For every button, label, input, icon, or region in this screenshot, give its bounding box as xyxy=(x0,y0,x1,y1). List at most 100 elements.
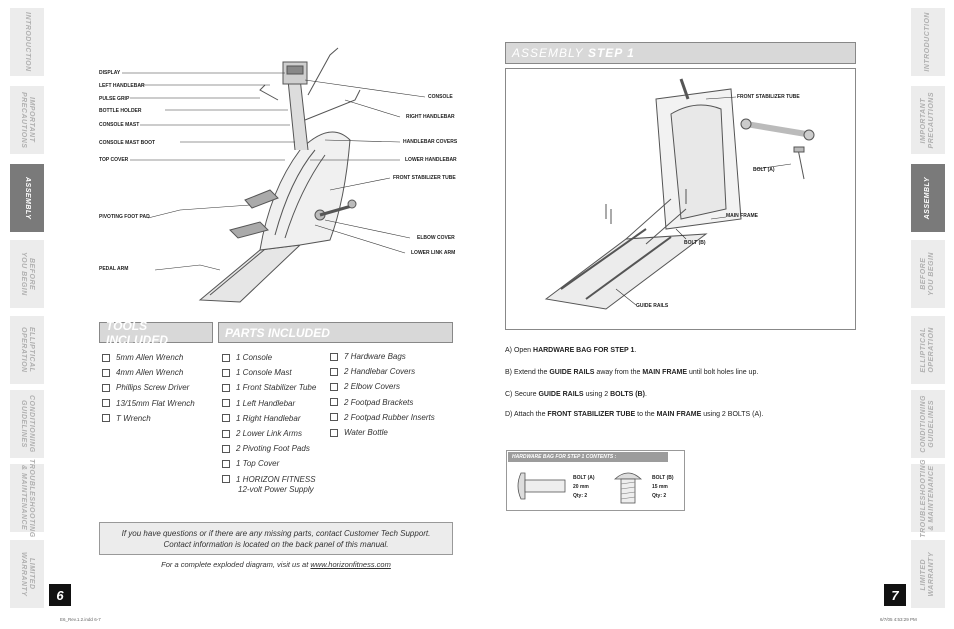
support-line-1: If you have questions or if there are an… xyxy=(121,528,431,538)
right-tab-3[interactable]: BEFORE YOU BEGIN xyxy=(911,240,945,308)
label-console: CONSOLE xyxy=(428,94,453,100)
checklist-label: 2 Footpad Brackets xyxy=(344,397,414,407)
label-console-mast-boot: CONSOLE MAST BOOT xyxy=(99,140,156,146)
footer-date: 6/7/05 4:53:29 PM xyxy=(880,617,917,622)
checklist-label: 1 Console xyxy=(236,353,273,362)
bolt-b-name: BOLT (B) xyxy=(652,475,674,481)
label-pivoting-foot-pad: PIVOTING FOOT PAD xyxy=(99,214,150,220)
left-tab-label: BEFORE YOU BEGIN xyxy=(20,252,35,296)
right-tab-1[interactable]: IMPORTANT PRECAUTIONS xyxy=(911,86,945,154)
right-tab-label: IMPORTANT PRECAUTIONS xyxy=(920,91,935,149)
label-pedal-arm: PEDAL ARM xyxy=(99,266,129,272)
left-tab-4[interactable]: ELLIPTICAL OPERATION xyxy=(10,316,44,384)
checklist-label: 1 Right Handlebar xyxy=(236,413,301,423)
parts-col1-item: 1 Front Stabilizer Tube xyxy=(222,383,316,392)
label-left-handlebar: LEFT HANDLEBAR xyxy=(99,83,145,89)
right-tab-5[interactable]: CONDITIONING GUIDELINES xyxy=(911,390,945,458)
parts-col2-item: 2 Footpad Rubber Inserts xyxy=(330,413,435,422)
left-tab-6[interactable]: TROUBLESHOOTING & MAINTENANCE xyxy=(10,459,44,537)
left-tab-5[interactable]: CONDITIONING GUIDELINES xyxy=(10,390,44,458)
label-front-stabilizer-tube: FRONT STABILIZER TUBE xyxy=(393,175,456,181)
checkbox[interactable] xyxy=(330,413,338,422)
bolt-b-size: 15 mm xyxy=(652,484,668,490)
label-display: DISPLAY xyxy=(99,70,121,76)
checkbox[interactable] xyxy=(102,353,110,362)
parts-col1-item: 1 Console Mast xyxy=(222,368,292,377)
right-tab-label: BEFORE YOU BEGIN xyxy=(920,252,935,296)
right-tab-0[interactable]: INTRODUCTION xyxy=(911,8,945,76)
parts-col2-item: 2 Elbow Covers xyxy=(330,382,400,391)
checkbox[interactable] xyxy=(222,368,230,377)
right-tab-label: LIMITED WARRANTY xyxy=(920,551,935,597)
left-tab-7[interactable]: LIMITED WARRANTY xyxy=(10,540,44,608)
left-tab-2[interactable]: ASSEMBLY xyxy=(10,164,44,232)
checklist-label: 2 Footpad Rubber Inserts xyxy=(344,412,435,422)
tools-list-item: 4mm Allen Wrench xyxy=(102,368,183,377)
footer-file: E6_Rev.1.2.indd 6-7 xyxy=(60,617,101,622)
checkbox[interactable] xyxy=(102,414,110,423)
checkbox[interactable] xyxy=(102,383,110,392)
checklist-label: 2 Lower Link Arms xyxy=(236,429,302,438)
exploded-note: For a complete exploded diagram, visit u… xyxy=(161,560,391,569)
checkbox[interactable] xyxy=(222,353,230,362)
checklist-label: 5mm Allen Wrench xyxy=(116,353,184,362)
elliptical-diagram xyxy=(122,47,426,303)
parts-col1-item: 1 HORIZON FITNESS xyxy=(222,475,316,484)
checkbox[interactable] xyxy=(330,382,338,391)
label-top-cover: TOP COVER xyxy=(99,157,129,163)
checkbox[interactable] xyxy=(102,399,110,408)
right-tab-label: CONDITIONING GUIDELINES xyxy=(920,395,935,453)
checklist-label: 1 Console Mast xyxy=(236,368,292,378)
bolt-b-qty: Qty: 2 xyxy=(652,493,667,499)
left-tab-label: ELLIPTICAL OPERATION xyxy=(20,327,35,373)
checkbox[interactable] xyxy=(330,367,338,376)
checkbox[interactable] xyxy=(330,352,338,361)
right-tab-label: ASSEMBLY xyxy=(924,176,931,220)
checkbox[interactable] xyxy=(222,459,230,468)
parts-col1-item: 2 Lower Link Arms xyxy=(222,429,302,438)
hardware-box-title: HARDWARE BAG FOR STEP 1 CONTENTS : xyxy=(508,452,668,462)
support-note: If you have questions or if there are an… xyxy=(99,522,453,555)
step-diagram-frame xyxy=(505,68,856,330)
checkbox[interactable] xyxy=(222,444,230,453)
checkbox[interactable] xyxy=(222,399,230,408)
parts-col1-item: 1 Console xyxy=(222,353,272,362)
checkbox[interactable] xyxy=(222,429,230,438)
checklist-label: 13/15mm Flat Wrench xyxy=(116,398,195,408)
tools-list-item: T Wrench xyxy=(102,414,151,423)
tools-list-item: 5mm Allen Wrench xyxy=(102,353,183,362)
step-label-bolt-b: BOLT (B) xyxy=(684,240,706,246)
checkbox[interactable] xyxy=(102,368,110,377)
left-tab-1[interactable]: IMPORTANT PRECAUTIONS xyxy=(10,86,44,154)
checkbox[interactable] xyxy=(330,398,338,407)
label-bottle-holder: BOTTLE HOLDER xyxy=(99,108,142,114)
right-tab-4[interactable]: ELLIPTICAL OPERATION xyxy=(911,316,945,384)
right-tab-6[interactable]: TROUBLESHOOTING & MAINTENANCE xyxy=(911,459,945,537)
step-label-main-frame: MAIN FRAME xyxy=(726,213,758,219)
left-tab-3[interactable]: BEFORE YOU BEGIN xyxy=(10,240,44,308)
right-tab-2[interactable]: ASSEMBLY xyxy=(911,164,945,232)
checkbox[interactable] xyxy=(222,475,230,484)
step-header: ASSEMBLY STEP 1 xyxy=(505,42,856,64)
instruction-a: A) Open HARDWARE BAG FOR STEP 1. xyxy=(505,347,637,354)
horizon-link[interactable]: www.horizonfitness.com xyxy=(310,560,391,569)
support-line-2: Contact information is located on the ba… xyxy=(163,539,389,549)
bolt-a-name: BOLT (A) xyxy=(573,475,595,481)
parts-col2-item: 7 Hardware Bags xyxy=(330,352,406,361)
left-tab-label: ASSEMBLY xyxy=(24,176,31,220)
left-tab-label: TROUBLESHOOTING & MAINTENANCE xyxy=(20,458,35,538)
checkbox[interactable] xyxy=(222,383,230,392)
right-tab-7[interactable]: LIMITED WARRANTY xyxy=(911,540,945,608)
checklist-label: 1 Top Cover xyxy=(236,459,280,469)
checklist-label: 2 Pivoting Foot Pads xyxy=(236,444,310,454)
left-tab-0[interactable]: INTRODUCTION xyxy=(10,8,44,76)
checkbox[interactable] xyxy=(330,428,338,437)
page-number-left: 6 xyxy=(49,584,71,606)
checklist-label: 1 Front Stabilizer Tube xyxy=(236,383,317,393)
parts-col1-item: 2 Pivoting Foot Pads xyxy=(222,444,310,453)
tools-header: TOOLS INCLUDED xyxy=(99,319,213,347)
parts-col2-item: Water Bottle xyxy=(330,428,388,437)
left-tab-label: LIMITED WARRANTY xyxy=(20,551,35,597)
checkbox[interactable] xyxy=(222,414,230,423)
label-handlebar-covers: HANDLEBAR COVERS xyxy=(403,139,458,145)
